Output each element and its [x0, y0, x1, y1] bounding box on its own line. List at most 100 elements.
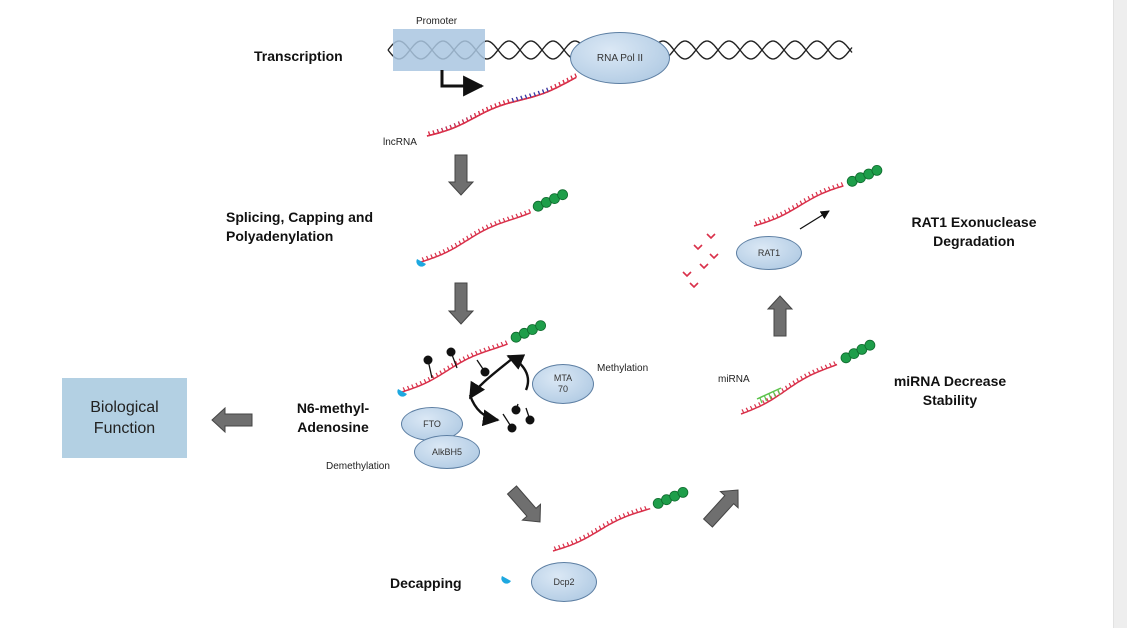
label-n6-methyl-adenosine: N6-methyl- Adenosine — [296, 400, 370, 435]
mirna-base — [772, 391, 777, 398]
rna-base — [833, 361, 837, 366]
label-transcription: Transcription — [254, 48, 343, 64]
rna-base — [529, 93, 532, 98]
rna-base — [533, 92, 536, 97]
rna-base — [454, 360, 458, 365]
rna-base — [574, 73, 577, 78]
rna-base — [762, 400, 766, 405]
spliced-rna — [416, 189, 568, 267]
rna-base — [477, 228, 481, 233]
rna-base — [465, 117, 469, 122]
rna-fragment — [709, 253, 719, 260]
rna-backbone — [740, 363, 838, 415]
rna-molecules — [397, 73, 883, 552]
dcp2-enzyme: Dcp2 — [531, 562, 597, 602]
m6a-methyl-group — [446, 347, 456, 357]
rna-base — [546, 87, 549, 92]
rna-base — [421, 257, 425, 262]
rna-base — [458, 240, 462, 245]
rna-base — [771, 215, 775, 220]
rna-base — [590, 530, 594, 535]
rna-base — [610, 518, 614, 523]
rna-base — [430, 254, 433, 259]
rna-base — [431, 374, 435, 380]
right-edge-strip — [1113, 0, 1127, 628]
five-prime-cap — [397, 389, 407, 397]
mirna-base — [768, 393, 772, 400]
rna-base — [784, 385, 788, 390]
rna-base — [815, 191, 819, 196]
rna-base — [502, 100, 506, 105]
rat1-direction-arrow — [799, 210, 830, 230]
rna-base — [402, 387, 406, 392]
methylation-cycle-arrow-bottom — [468, 394, 500, 427]
rna-base — [832, 184, 835, 190]
rna-base — [807, 195, 811, 201]
polya-bead — [871, 164, 883, 176]
rna-base — [450, 363, 454, 368]
rna-base — [481, 226, 485, 231]
rna-base — [511, 215, 515, 220]
rna-base — [537, 90, 541, 95]
rna-base — [800, 375, 804, 380]
rna-base — [780, 211, 783, 216]
rna-base — [450, 245, 454, 250]
label-methylation: Methylation — [597, 363, 649, 374]
rna-base — [445, 126, 448, 131]
rna-base — [639, 507, 643, 512]
rna-base — [435, 372, 439, 377]
demethylation-cycle-arrow-top — [468, 357, 514, 400]
rna-base — [823, 188, 827, 193]
rna-backbone — [552, 507, 651, 552]
rna-base — [453, 123, 457, 128]
rna-fragment — [682, 271, 692, 278]
rna-base — [827, 186, 831, 191]
rna-base — [446, 247, 450, 252]
rna-base — [466, 235, 469, 240]
rna-base — [454, 242, 458, 247]
rna-base — [432, 130, 435, 135]
rna-base — [439, 370, 443, 375]
rna-base — [566, 541, 570, 547]
rna-base — [795, 202, 799, 208]
rna-base — [749, 405, 753, 410]
dcp2-label: Dcp2 — [553, 576, 575, 587]
rna-pol-ii-label: RNA Pol II — [596, 52, 644, 64]
rna-base — [828, 362, 832, 367]
mirna-base — [763, 395, 768, 402]
rna-base — [583, 534, 586, 539]
rat1-degrading-rna — [753, 164, 883, 227]
rna-base — [515, 213, 519, 218]
rna-base — [423, 379, 427, 384]
rna-base — [553, 546, 557, 551]
rna-base — [470, 352, 474, 357]
rna-base — [824, 364, 828, 369]
rna-base — [550, 85, 553, 91]
rna-base — [787, 207, 791, 212]
rna-base — [436, 128, 440, 134]
rna-base — [579, 536, 582, 541]
biological-function-label: Biological Function — [90, 399, 159, 437]
flow-arrows — [211, 154, 794, 528]
m6a-methyl-group — [511, 405, 521, 415]
rna-base — [494, 103, 497, 108]
rna-base — [767, 216, 771, 222]
rna-base — [602, 523, 606, 528]
rna-base — [753, 404, 757, 409]
rna-base — [606, 520, 610, 526]
rna-base — [425, 255, 429, 260]
rna-base — [562, 543, 566, 548]
label-rat1-degradation: RAT1 Exonuclease Degradation — [911, 214, 1037, 249]
methylation-cycle-arrow-right — [506, 354, 530, 391]
rna-base — [441, 127, 444, 132]
rna-base — [754, 221, 758, 226]
rna-base — [758, 402, 762, 407]
rna-base — [486, 106, 489, 112]
rna-base — [494, 220, 497, 226]
m6a-methyl-group — [480, 367, 490, 377]
rna-base — [554, 83, 557, 89]
rna-base — [520, 95, 523, 100]
rna-base — [614, 516, 618, 521]
rna-base — [443, 367, 447, 373]
rna-base — [812, 369, 816, 374]
